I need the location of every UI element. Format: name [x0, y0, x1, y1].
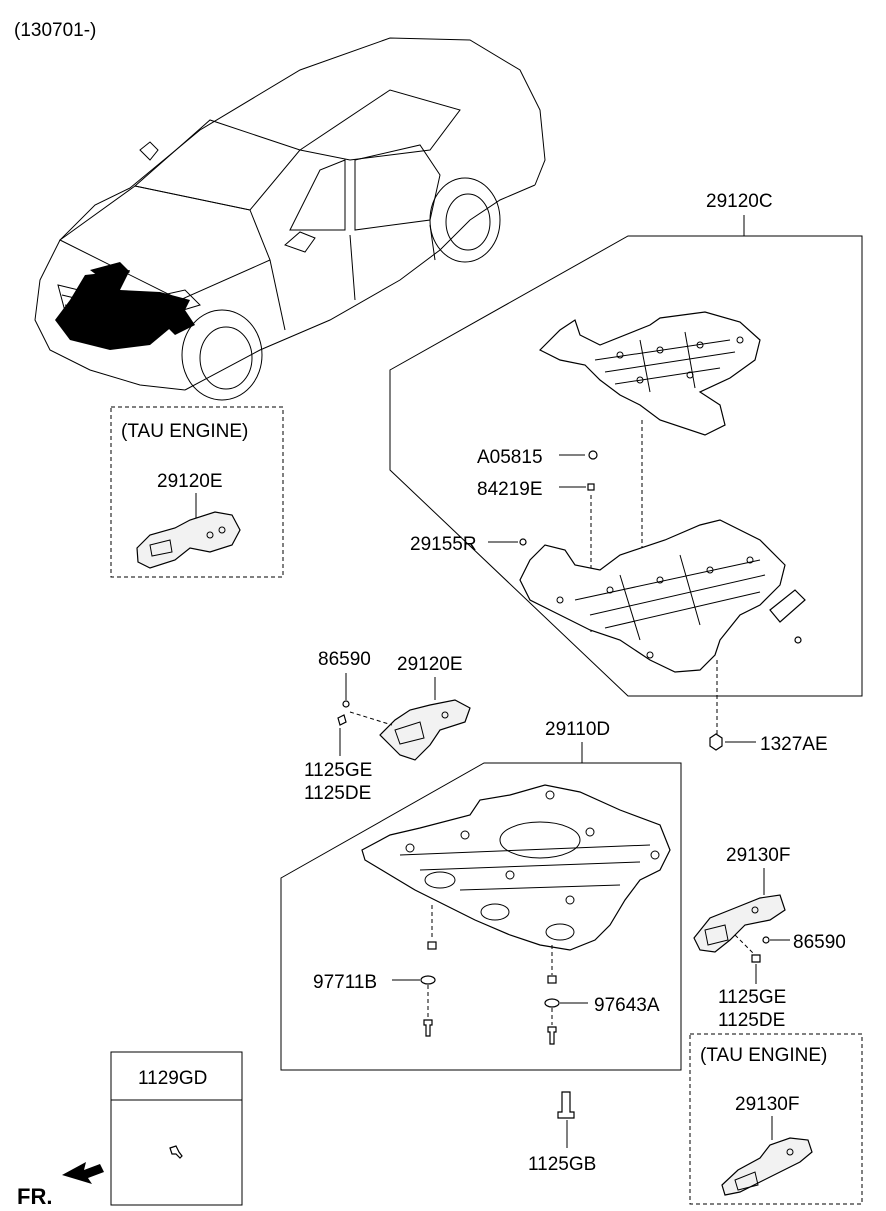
table-part-label: 1129GD	[138, 1068, 207, 1089]
tau-engine-left-frame	[110, 406, 284, 578]
callout-left-1125de: 1125DE	[304, 783, 371, 804]
screw-1129gd	[169, 1145, 183, 1159]
callout-a05815: A05815	[477, 447, 543, 468]
callout-29120c: 29120C	[706, 191, 773, 212]
group-29110d-frame	[280, 762, 682, 1071]
front-arrow-icon	[62, 1162, 104, 1184]
group-29120c-frame	[389, 235, 863, 697]
callout-left-29120e: 29120E	[397, 654, 463, 675]
callout-29155r: 29155R	[410, 534, 477, 555]
callout-84219e: 84219E	[477, 479, 543, 500]
engine-undercover-29110d	[361, 784, 671, 951]
callout-29110d: 29110D	[545, 719, 610, 740]
callout-left-1125ge: 1125GE	[304, 760, 372, 781]
bolt-a05815	[588, 450, 598, 460]
part-table-1129gd: 1129GD	[110, 1051, 243, 1206]
callout-right-86590: 86590	[793, 932, 846, 953]
tau-right-heading: (TAU ENGINE)	[700, 1045, 827, 1066]
lower-skid-plate	[519, 519, 806, 673]
callout-right-1125ge: 1125GE	[718, 987, 786, 1008]
callout-1327ae: 1327AE	[760, 734, 828, 755]
tau-right-part-label: 29130F	[735, 1094, 799, 1115]
callout-right-29130f: 29130F	[726, 845, 790, 866]
tau-left-heading: (TAU ENGINE)	[121, 421, 248, 442]
screw-97643a	[547, 1026, 557, 1045]
callout-1125gb: 1125GB	[528, 1154, 596, 1175]
bracket-29130f-tau	[721, 1137, 813, 1196]
date-code: (130701-)	[14, 20, 96, 41]
callout-97643a: 97643A	[594, 995, 660, 1016]
nut-1327ae	[709, 733, 723, 751]
upper-skid-plate	[538, 311, 761, 436]
screw-97711b	[423, 1019, 433, 1037]
direction-label: FR.	[17, 1184, 52, 1209]
tau-engine-right-frame	[689, 1033, 863, 1205]
bracket-29130f-right	[693, 894, 786, 953]
bolt-1125gb	[557, 1091, 575, 1119]
bracket-29120e-left	[379, 699, 471, 761]
callout-left-86590: 86590	[318, 649, 371, 670]
bracket-29120e-tau	[136, 511, 241, 569]
callout-right-1125de: 1125DE	[718, 1010, 785, 1031]
callout-97711b: 97711B	[313, 972, 377, 993]
vehicle-illustration	[34, 37, 546, 401]
tau-left-part-label: 29120E	[157, 471, 223, 492]
